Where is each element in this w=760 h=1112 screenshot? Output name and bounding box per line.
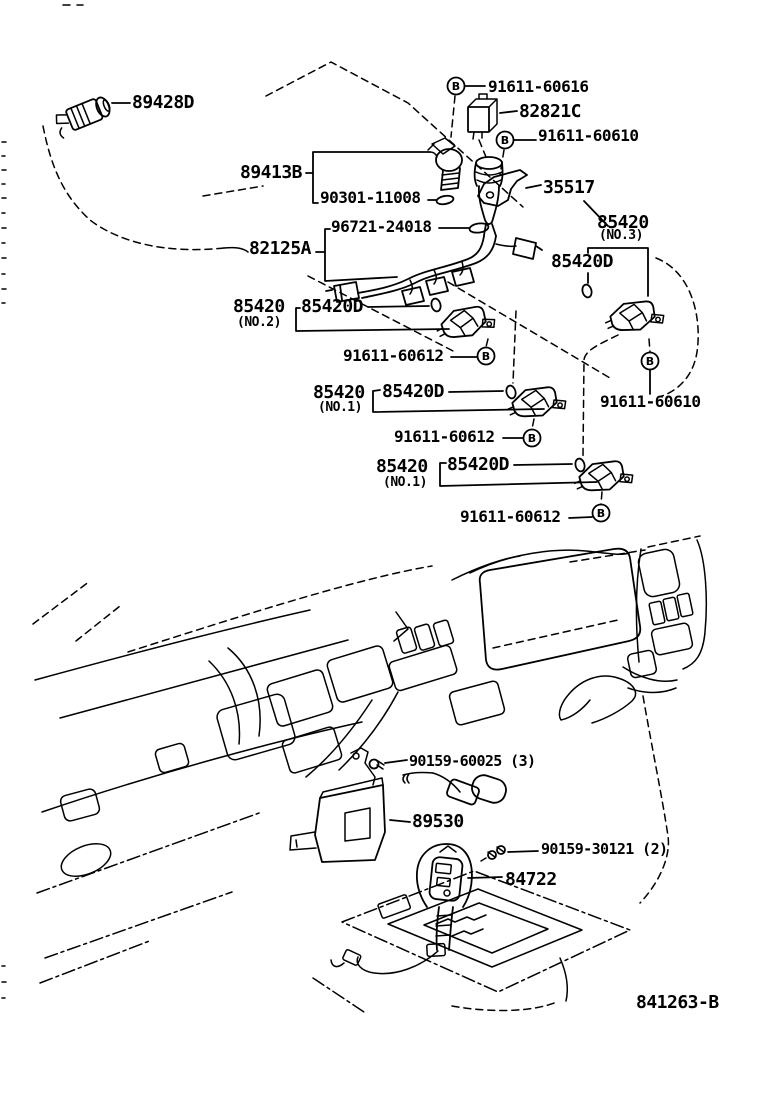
label-91611-60612-c: 91611-60612 (460, 507, 561, 526)
label-35517: 35517 (543, 177, 595, 198)
body-context-lines (42, 61, 699, 398)
label-85420d-no2: 85420D (301, 296, 364, 317)
scan-artifacts (1, 4, 84, 999)
label-85420-no3: 85420 (597, 212, 649, 233)
shifter-84722-drawing (330, 843, 631, 1012)
bolt-symbol-b: B (597, 507, 605, 520)
label-90159-60025: 90159-60025 (3) (409, 752, 536, 770)
bolt-drawing-60616: B (446, 76, 486, 138)
bolt-symbol-b: B (452, 80, 460, 93)
sensor-89413b-drawing (305, 137, 463, 204)
label-85420d-no1a: 85420D (382, 381, 445, 402)
label-90301-11008: 90301-11008 (320, 188, 421, 207)
label-91611-60616: 91611-60616 (488, 77, 589, 96)
sublabel-no2: (NO.2) (237, 315, 281, 330)
harness-82125a-drawing (315, 222, 543, 306)
label-91611-60610-b: 91611-60610 (600, 392, 701, 411)
sensor-89428d-drawing (55, 96, 131, 139)
label-85420d-no3: 85420D (551, 251, 614, 272)
oring-90301-drawing (427, 194, 455, 206)
label-89530: 89530 (412, 811, 464, 832)
switch-no2-drawing: B (295, 297, 498, 366)
ecu-89530-drawing (289, 747, 507, 863)
label-91611-60610: 91611-60610 (538, 126, 639, 145)
label-96721-24018: 96721-24018 (331, 217, 432, 236)
label-85420-no1b: 85420 (376, 456, 428, 477)
label-91611-60612-b: 91611-60612 (394, 427, 495, 446)
label-85420-no2: 85420 (233, 296, 285, 317)
switch-no1a-drawing: B (372, 379, 569, 448)
label-82821c: 82821C (519, 101, 582, 122)
dashboard-drawing (32, 535, 708, 1013)
switch-no1b-drawing: B (439, 453, 636, 523)
sublabel-no1a: (NO.1) (318, 400, 362, 415)
label-82125a: 82125A (249, 238, 312, 259)
sublabel-no3: (NO.3) (599, 228, 643, 243)
label-84722: 84722 (505, 869, 557, 890)
label-85420-no1a: 85420 (313, 382, 365, 403)
label-89428d: 89428D (132, 92, 195, 113)
switch-no3-drawing: B (581, 247, 667, 395)
bolt-symbol-b: B (646, 355, 654, 368)
alignment-dashes (307, 275, 619, 457)
label-89413b: 89413B (240, 162, 303, 183)
bolt-symbol-b: B (528, 432, 536, 445)
label-91611-60612-a: 91611-60612 (343, 346, 444, 365)
drawing-number: 841263-B (636, 992, 719, 1013)
label-85420d-no1b: 85420D (447, 454, 510, 475)
bolt-symbol-b: B (501, 134, 509, 147)
bolt-symbol-b: B (482, 350, 490, 363)
relay-82821c-drawing (467, 93, 518, 158)
label-90159-30121: 90159-30121 (2) (541, 840, 668, 858)
sublabel-no1b: (NO.1) (383, 475, 427, 490)
